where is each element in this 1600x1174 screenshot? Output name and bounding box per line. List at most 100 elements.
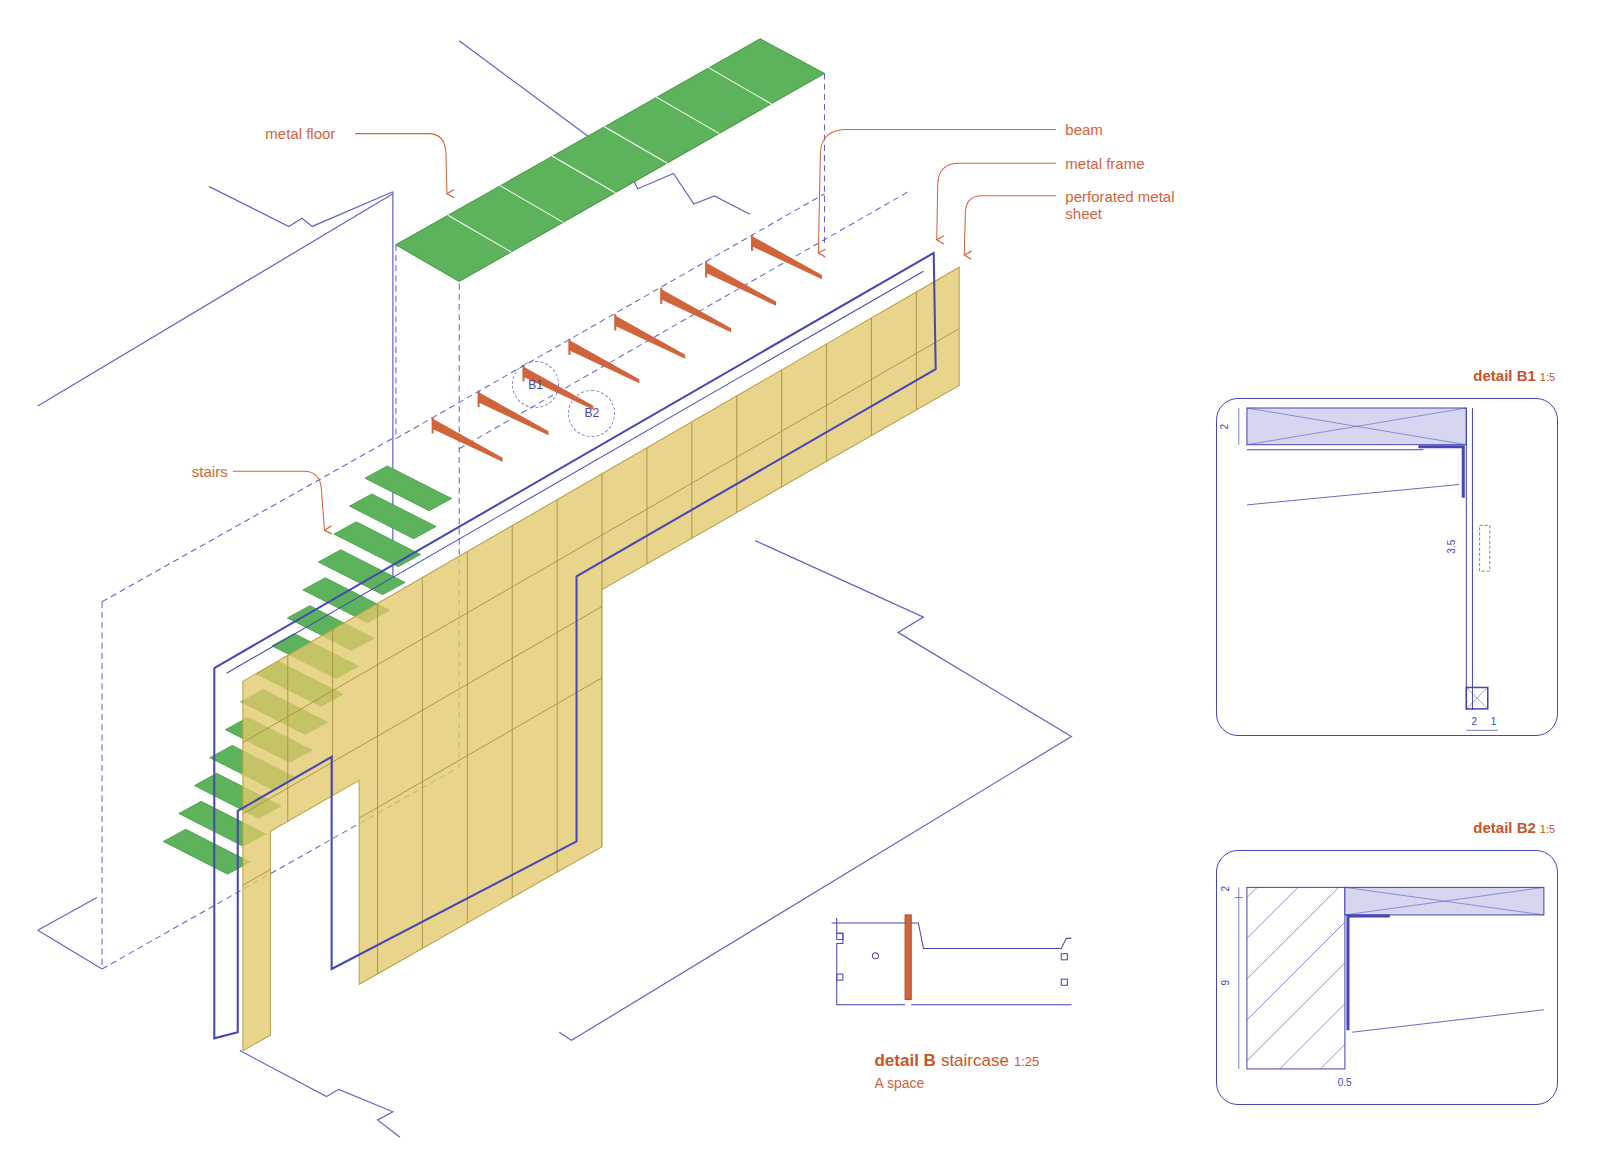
detail-b2-drawing: [1247, 887, 1345, 938]
beam: [705, 261, 707, 277]
detail-b1-drawing: [1247, 449, 1424, 450]
detail-b2-drawing: [1247, 959, 1345, 1061]
detail-b2-drawing: [1352, 1010, 1544, 1032]
perforated-sheet: [781, 204, 782, 1071]
beam: [615, 316, 684, 358]
beam: [706, 263, 775, 305]
metal-floor: [448, 215, 511, 252]
beam: [614, 314, 616, 330]
perforated-sheet: [243, 204, 959, 1071]
perforated-sheet: [916, 204, 917, 1071]
beam: [569, 341, 638, 383]
detail-b1-drawing: [1418, 447, 1463, 498]
part-label: beam: [1065, 121, 1103, 138]
detail-b2-drawing: [1348, 916, 1390, 1030]
site-outline: [38, 194, 393, 406]
mini-plan: [1061, 954, 1067, 960]
site-outline: [38, 930, 102, 969]
beam: [568, 339, 570, 355]
perforated-sheet: [557, 204, 558, 1071]
detail-title: detail B2: [1473, 819, 1536, 836]
dimension: 2: [1219, 424, 1231, 430]
detail-heading: detail B11:5: [1473, 367, 1555, 385]
detail-b1-drawing: [1239, 408, 1498, 730]
detail-b1-drawing: [1466, 687, 1487, 708]
beam: [479, 393, 548, 435]
detail-b2-drawing: [1247, 887, 1345, 979]
metal-floor: [604, 126, 667, 163]
perforated-sheet: [243, 400, 959, 814]
perforated-sheet: [377, 204, 378, 1071]
detail-b1-drawing: [1247, 408, 1466, 445]
perforated-sheet: [243, 204, 959, 1071]
perforated-sheet: [243, 471, 959, 885]
perforated-sheet: [512, 204, 513, 1071]
detail-b1-drawing: [1238, 408, 1239, 445]
metal-floor: [396, 39, 825, 282]
perforated-sheet: [467, 204, 468, 1071]
beam: [522, 365, 524, 381]
mini-plan: [1061, 979, 1067, 985]
part-label: metal frame: [1065, 155, 1144, 172]
beam: [660, 288, 662, 304]
leader-line: [233, 471, 325, 530]
metal-floor: [552, 156, 615, 193]
scale-label: 1:5: [1540, 823, 1555, 835]
detail-title: detail B1: [1473, 367, 1536, 384]
metal-floor: [500, 186, 563, 223]
staircase-caption: detail Bstaircase1:25: [874, 1051, 1044, 1071]
perforated-sheet: [736, 204, 737, 1071]
mini-plan: [832, 915, 1072, 1005]
detail-b1-drawing: [1247, 484, 1459, 504]
projection-line: [824, 73, 825, 244]
mini-plan: [837, 974, 843, 980]
metal-floor: [656, 97, 719, 134]
callout-label: B1: [528, 378, 543, 392]
stair-tread: [365, 466, 452, 511]
metal-floor: [708, 67, 771, 104]
site-outline: [240, 1051, 400, 1138]
dimension: 2: [1471, 716, 1477, 728]
detail-b2-drawing: [1247, 918, 1345, 1020]
detail-b2-drawing: [1345, 887, 1544, 915]
perforated-sheet: [243, 267, 959, 1050]
mini-plan: [911, 923, 1071, 948]
metal-frame: [227, 271, 924, 673]
detail-b2-drawing: [1247, 887, 1345, 1069]
detail-b2-drawing: [1247, 1000, 1345, 1069]
beam: [433, 235, 822, 461]
detail-callout: B2: [568, 390, 615, 437]
detail-subtitle: staircase: [941, 1051, 1009, 1070]
detail-b1-drawing: [1466, 408, 1467, 710]
mini-plan: [905, 915, 911, 1000]
perforated-sheet: [422, 204, 423, 1071]
beam: [478, 391, 480, 407]
perforated-sheet: [691, 204, 692, 1071]
beam: [751, 235, 753, 251]
mini-plan: [837, 918, 905, 1005]
beam: [523, 367, 592, 409]
part-label: metal floor: [265, 125, 335, 142]
leader-line: [964, 196, 1056, 255]
detail-b2-drawing: [1235, 806, 1544, 1132]
projection-line: [395, 245, 396, 439]
dimension: 1: [1491, 716, 1497, 728]
site-outline: [209, 187, 393, 227]
mini-plan: [872, 953, 878, 959]
detail-b2-drawing: [1247, 887, 1345, 1069]
dimension: 3.5: [1446, 539, 1458, 553]
dimension: 0.5: [1338, 1077, 1352, 1089]
beam: [661, 290, 730, 332]
metal-floor: [396, 39, 825, 282]
detail-b2-drawing: [1238, 887, 1239, 1069]
projection-line: [102, 602, 103, 969]
detail-frame: detail B11:5: [1216, 398, 1558, 737]
beam: [432, 417, 434, 433]
detail-b1-drawing: [1466, 687, 1487, 708]
detail-b1-drawing: [1472, 408, 1473, 710]
dimension: 9: [1221, 980, 1233, 986]
leader-line: [355, 134, 447, 194]
perforated-sheet: [243, 329, 959, 743]
